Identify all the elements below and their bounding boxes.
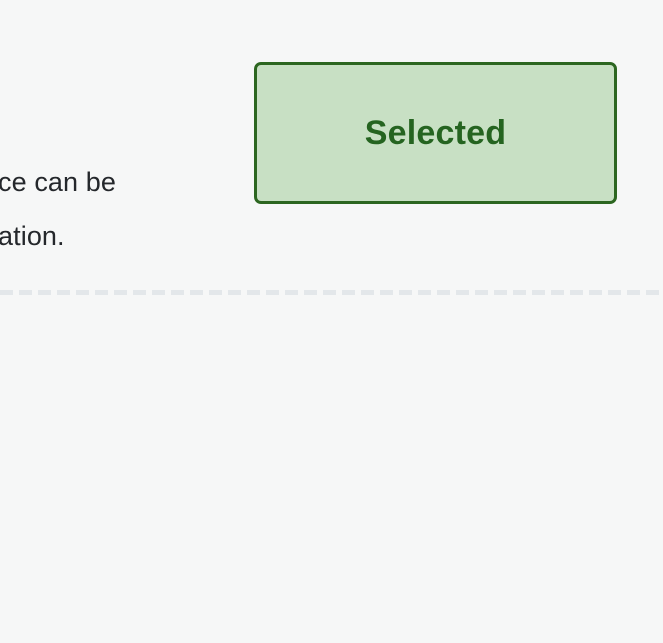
- selected-button[interactable]: Selected: [254, 62, 617, 204]
- selection-row-bottom: ession 2 Big Idea of alues) and Select: [0, 296, 663, 643]
- description-line: ation.: [0, 221, 65, 251]
- description-line: ce can be: [0, 167, 116, 197]
- selection-row-top: ce can be ation. Selected: [0, 0, 663, 292]
- row-divider: [0, 290, 663, 295]
- row-top-description: ce can be ation.: [0, 155, 116, 263]
